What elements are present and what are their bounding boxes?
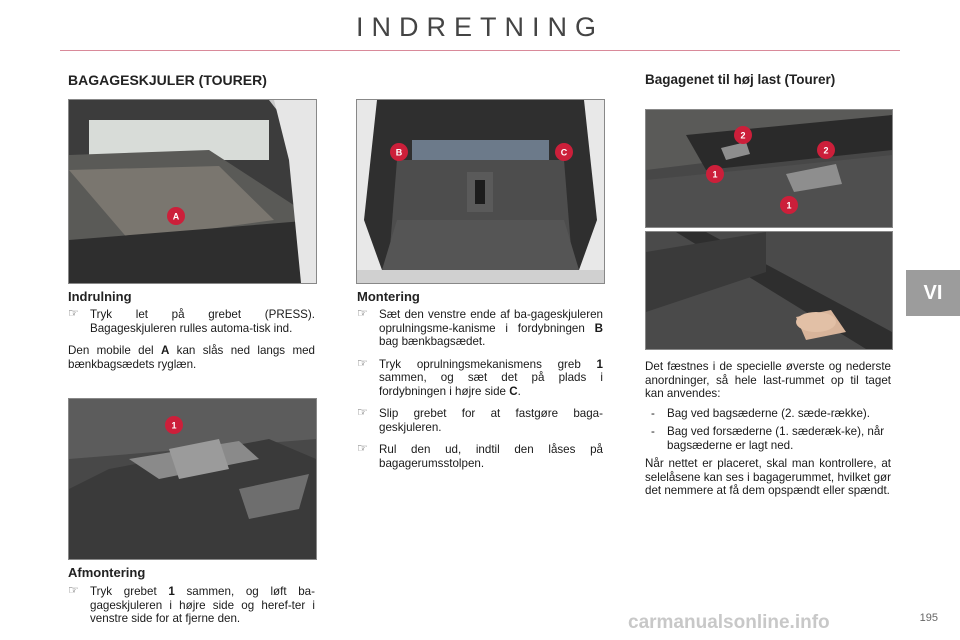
indrulning-paragraph: Den mobile del A kan slås ned langs med … [68, 344, 316, 371]
montering-bullet-3: ☞Slip grebet for at fastgøre baga-geskju… [357, 405, 603, 434]
photo-net-anchors-image: 2 2 1 1 [646, 110, 892, 227]
title-rule [60, 50, 900, 51]
chapter-tab[interactable]: VI [906, 270, 960, 316]
watermark: carmanualsonline.info [628, 612, 830, 633]
callout-1b [780, 196, 798, 214]
montering-text: ☞Sæt den venstre ende af ba-gageskjulere… [357, 306, 603, 479]
photo-trunk-rear: B C [356, 99, 605, 284]
montering-bullet-1: ☞Sæt den venstre ende af ba-gageskjulere… [357, 306, 603, 348]
photo-release-handle-image: 1 [69, 399, 316, 559]
callout-1-label: 1 [171, 421, 176, 431]
bagagenet-text: Det fæstnes i de specielle øverste og ne… [645, 360, 891, 504]
bagagenet-dash-2: -Bag ved forsæderne (1. sæderæk-ke), når… [651, 425, 885, 452]
pointing-hand-icon: ☞ [68, 306, 79, 320]
section-heading-bagageskjuler: BAGAGESKJULER (TOURER) [68, 72, 267, 88]
callout-1a [706, 165, 724, 183]
bagagenet-dash-1: -Bag ved bagsæderne (2. sæde-række). [651, 406, 870, 420]
montering-bullet-2: ☞Tryk oprulningsmekanismens greb 1 samme… [357, 355, 603, 398]
montering-bullet-4: ☞Rul den ud, indtil den låses på bagager… [357, 441, 603, 470]
page-title: INDRETNING [356, 12, 604, 42]
section-heading-bagagenet: Bagagenet til høj last (Tourer) [645, 72, 836, 87]
pointing-hand-icon: ☞ [357, 405, 368, 419]
page-number: 195 [919, 612, 938, 624]
callout-a [167, 207, 185, 225]
photo-net-anchors: 2 2 1 1 [645, 109, 893, 228]
photo-net-installed [645, 231, 893, 350]
callout-c-label: C [561, 148, 568, 158]
callout-b-label: B [396, 148, 403, 158]
photo-trunk-rear-image: B C [357, 100, 604, 283]
bagagenet-intro: Det fæstnes i de specielle øverste og ne… [645, 360, 891, 400]
callout-b [390, 143, 408, 161]
bagagenet-outro: Når nettet er placeret, skal man kontrol… [645, 457, 891, 497]
callout-1 [165, 416, 183, 434]
pointing-hand-icon: ☞ [68, 583, 79, 597]
afmontering-text: ☞Tryk grebet 1 sammen, og løft ba-gagesk… [68, 583, 315, 635]
indrulning-text: ☞Tryk let på grebet (PRESS). Bagageskjul… [68, 306, 316, 377]
callout-a-label: A [173, 212, 180, 222]
pointing-hand-icon: ☞ [357, 306, 368, 320]
heading-montering: Montering [357, 289, 420, 304]
heading-indrulning: Indrulning [68, 289, 132, 304]
indrulning-bullet: ☞Tryk let på grebet (PRESS). Bagageskjul… [68, 306, 315, 335]
callout-1a-label: 1 [712, 170, 717, 180]
photo-cover-rolled-image: A [69, 100, 316, 283]
pointing-hand-icon: ☞ [357, 441, 368, 455]
callout-2b [817, 141, 835, 159]
heading-afmontering: Afmontering [68, 565, 146, 580]
photo-cover-rolled: A [68, 99, 317, 284]
afmontering-bullet: ☞Tryk grebet 1 sammen, og løft ba-gagesk… [68, 583, 315, 625]
callout-c [555, 143, 573, 161]
callout-2a [734, 126, 752, 144]
callout-2a-label: 2 [740, 131, 745, 141]
pointing-hand-icon: ☞ [357, 355, 368, 370]
photo-release-handle: 1 [68, 398, 317, 560]
callout-1b-label: 1 [786, 201, 791, 211]
photo-net-installed-image [646, 232, 892, 349]
callout-2b-label: 2 [823, 146, 828, 156]
